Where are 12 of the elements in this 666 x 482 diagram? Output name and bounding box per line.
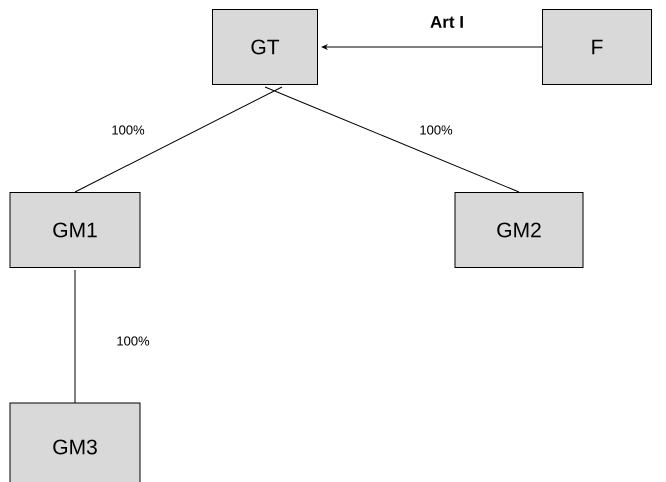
edge-label: 100% [115,335,151,347]
connector-line [74,86,282,192]
entity-box: F [542,9,652,85]
edge-label: 100% [418,124,454,136]
entity-box: GM2 [454,192,584,268]
edge-label: Art I [429,15,465,29]
entity-box: GM1 [10,192,140,268]
connector-line [74,270,76,403]
edge-label: 100% [110,124,146,136]
entity-box: GT [212,9,318,85]
connector-line [264,86,520,192]
entity-box: GM3 [10,402,140,482]
